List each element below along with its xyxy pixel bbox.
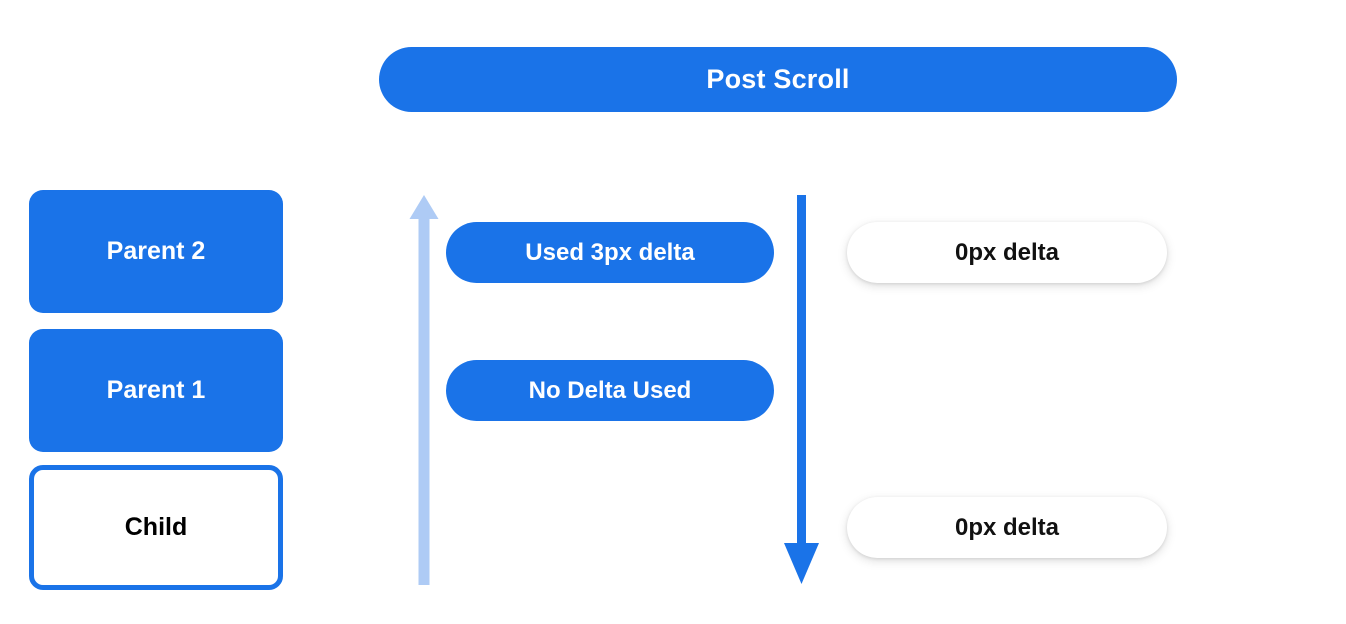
- page-title: Post Scroll: [706, 64, 850, 94]
- node-box-parent-2[interactable]: Parent 2: [29, 190, 283, 313]
- pill-zero-delta-top[interactable]: 0px delta: [847, 222, 1167, 283]
- pill-label: 0px delta: [954, 513, 1060, 541]
- node-box-child[interactable]: Child: [29, 465, 283, 590]
- pill-zero-delta-bottom[interactable]: 0px delta: [847, 497, 1167, 558]
- pill-label: Used 3px delta: [525, 238, 695, 266]
- node-label: Child: [124, 513, 188, 541]
- scroll-up-arrow-icon: [409, 195, 439, 585]
- pill-label: No Delta Used: [528, 376, 692, 404]
- pill-no-delta-used[interactable]: No Delta Used: [446, 360, 774, 421]
- pill-used-3px-delta[interactable]: Used 3px delta: [446, 222, 774, 283]
- node-label: Parent 2: [106, 237, 206, 265]
- scroll-down-arrow-icon: [784, 195, 819, 584]
- node-label: Parent 1: [106, 376, 206, 404]
- pill-label: 0px delta: [954, 238, 1060, 266]
- node-box-parent-1[interactable]: Parent 1: [29, 329, 283, 452]
- post-scroll-title-banner: Post Scroll: [379, 47, 1177, 112]
